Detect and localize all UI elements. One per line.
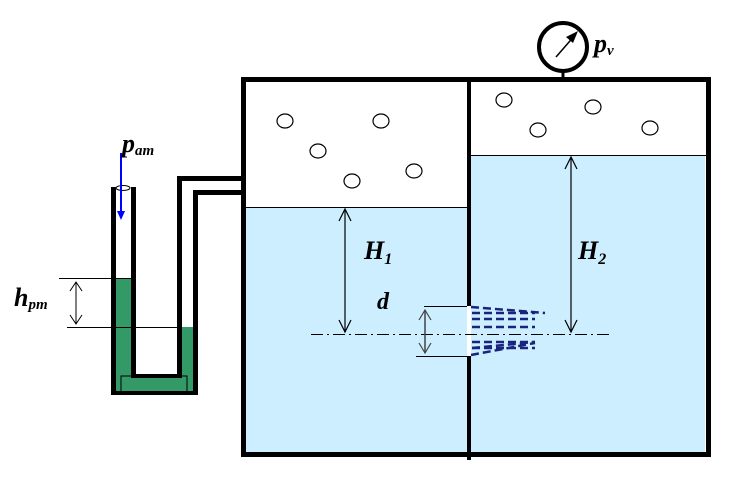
label-H1: H1 [363, 236, 392, 268]
left-water [246, 207, 467, 452]
orifice-jet [470, 305, 546, 357]
gas-bubbles [276, 92, 659, 189]
partition-wall-lower [467, 356, 471, 460]
manometer-right-outer-wall [193, 326, 198, 395]
gauge-dial [537, 21, 589, 73]
tank-bottom-wall [241, 452, 711, 457]
label-H2: H2 [577, 236, 606, 268]
connecting-pipe [177, 176, 243, 326]
manometer-bottom-inner [131, 374, 182, 378]
pam-arrow-head [117, 211, 125, 220]
h2-arrow-head-down [564, 319, 578, 334]
hpm-dimension [59, 278, 182, 328]
gauge-needle-tip [566, 31, 578, 43]
manometer-open-top [115, 185, 131, 191]
pipe-outer-vertical [177, 176, 182, 326]
manometer-fluid-left [116, 278, 131, 392]
h2-arrow-head-up [564, 155, 578, 170]
pipe-outer-horizontal [177, 176, 243, 181]
jet-streamline [471, 340, 536, 350]
d-arrow-head-up [418, 308, 432, 321]
bubble [309, 143, 327, 159]
manometer-fluid-bottom [120, 375, 188, 393]
atmospheric-pressure-arrow [117, 153, 125, 220]
u-tube-manometer [111, 185, 198, 395]
label-d: d [377, 289, 390, 315]
jet-streamline [470, 341, 536, 357]
tank [241, 77, 711, 460]
manometer-left-outer-wall [111, 187, 116, 392]
label-hpm: hpm [14, 283, 48, 313]
d-arrow-head-down [418, 342, 432, 355]
bubble [584, 99, 602, 115]
manometer-left-inner-wall [131, 187, 136, 376]
label-pam: pam [120, 129, 154, 159]
h2-dimension [564, 155, 578, 334]
tank-top-wall [241, 77, 711, 82]
bubble [276, 113, 294, 129]
bubble [343, 173, 361, 189]
pipe-inner-vertical [193, 190, 198, 326]
label-pv: pv [592, 29, 614, 59]
bubble [641, 120, 659, 136]
right-water [471, 155, 705, 452]
manometer-right-inner-wall [177, 326, 182, 378]
bubble [405, 163, 423, 179]
bubble [372, 113, 390, 129]
d-dimension [416, 306, 467, 357]
hpm-arrow-head-up [69, 281, 83, 292]
pipe-inner-horizontal [193, 190, 243, 195]
manometer-fluid-right [182, 327, 193, 392]
tank-right-wall [706, 77, 711, 457]
tank-left-wall [241, 77, 246, 457]
h1-arrow-head-up [338, 207, 352, 222]
bubble [495, 92, 513, 108]
h1-dimension [338, 207, 352, 334]
manometer-bottom-outer [111, 391, 198, 395]
vacuum-gauge [537, 21, 589, 78]
h1-arrow-head-down [338, 319, 352, 334]
hpm-arrow-head-down [69, 314, 83, 325]
bubble [529, 122, 547, 138]
partition-wall-upper [467, 77, 471, 306]
